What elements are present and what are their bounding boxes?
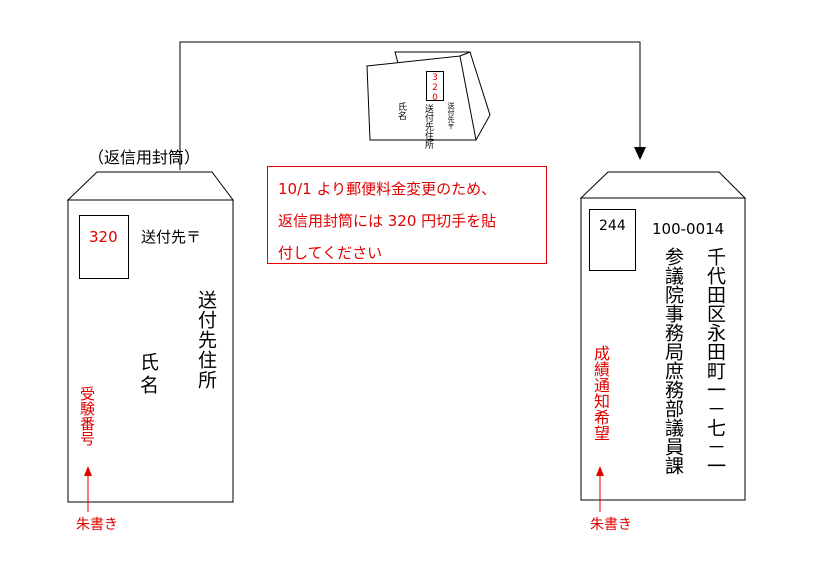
right-red-arrowhead [596,466,604,476]
left-envelope-address: 送付先住所 [195,290,217,390]
right-envelope-stamp-value: 244 [599,218,626,234]
folded-envelope-front [366,55,477,141]
left-envelope-recipient-label: 送付先〒 [141,228,202,246]
right-envelope-address-line1: 千代田区永田町一－七－一 [704,247,726,475]
right-envelope-address-line2: 参議院事務局庶務部議員課 [662,247,684,475]
flow-arrowhead [634,147,646,160]
left-envelope-red-ink-note: 朱書き [76,517,118,533]
notice-line: 付してください [278,244,383,262]
right-envelope-request: 成績通知希望 [591,345,610,441]
notice-line: 返信用封筒には 320 円切手を貼 [278,212,497,230]
left-red-arrowhead [84,466,92,476]
notice-line: 10/1 より郵便料金変更のため、 [278,180,497,198]
left-envelope-caption: （返信用封筒） [88,148,201,167]
left-envelope-stamp-value: 320 [89,228,118,246]
folded-envelope-stamp-value: 320 [430,73,440,103]
left-envelope-exam-number: 受験番号 [78,386,96,446]
flow-connector [179,41,641,170]
folded-envelope-recipient-label: 送付先〒 [447,102,455,130]
left-envelope-name: 氏名 [137,352,159,398]
right-envelope-flap [579,171,747,199]
folded-envelope-name: 氏名 [396,102,406,120]
folded-envelope-stamp: 320 [426,71,444,103]
left-envelope-stamp: 320 [79,215,129,279]
left-envelope-flap [66,171,234,201]
postage-change-notice: 10/1 より郵便料金変更のため、 返信用封筒には 320 円切手を貼 付してく… [267,166,547,264]
folded-envelope-address: 送付先住所 [423,104,433,149]
right-envelope-stamp: 244 [589,209,636,271]
right-envelope-postal-code: 100-0014 [652,220,725,238]
right-envelope-red-ink-note: 朱書き [590,517,632,533]
